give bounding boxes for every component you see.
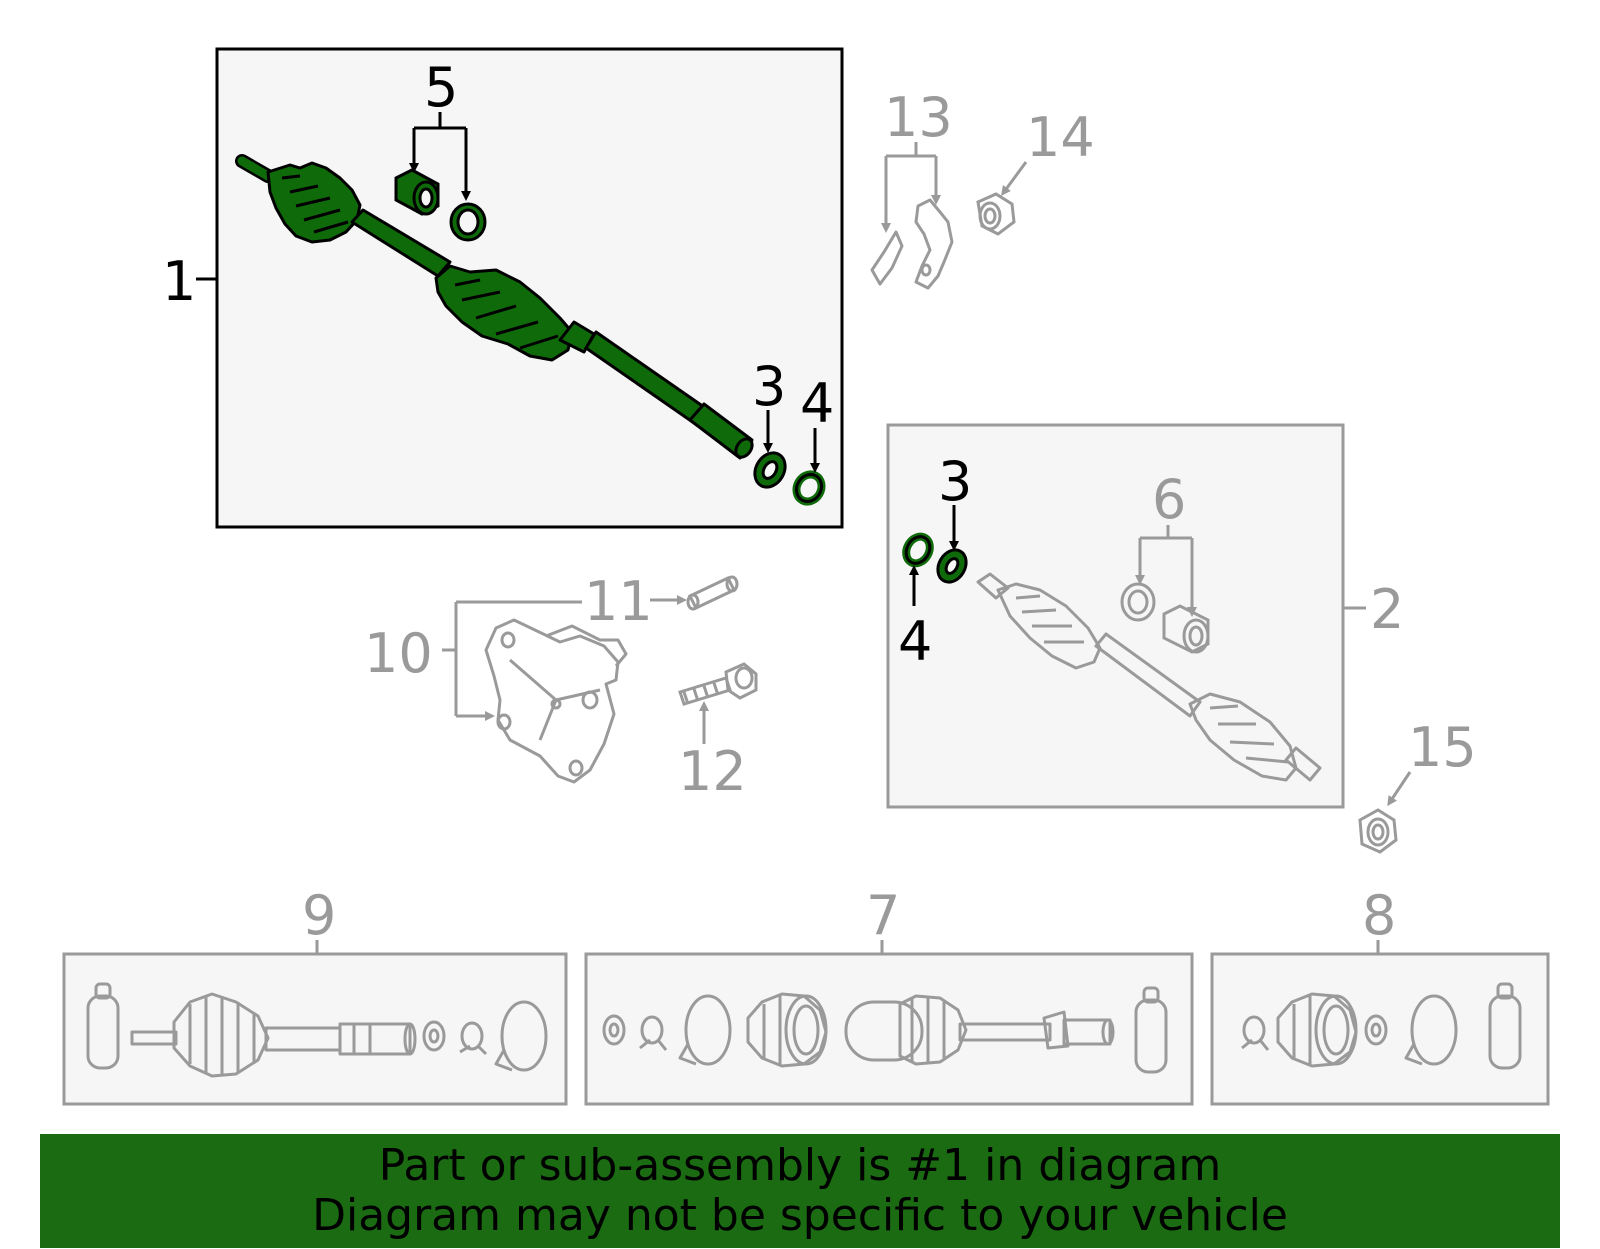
leader-10 [442,600,582,721]
callout-13: 13 [884,86,953,149]
bracket-13[interactable] [870,198,954,290]
callout-4-box2: 4 [898,610,932,673]
callout-9: 9 [302,884,336,947]
banner-line-2: Diagram may not be specific to your vehi… [312,1190,1288,1241]
leader-6 [1135,525,1197,617]
drive-shaft-assembly-highlighted[interactable] [235,154,755,460]
bushing-5[interactable] [394,168,487,242]
callout-3-box2: 3 [938,450,972,513]
leader-5 [409,112,471,201]
callout-6: 6 [1152,468,1186,531]
pin-11[interactable] [686,575,739,611]
leader-14 [1001,161,1028,197]
carrier-bracket-10[interactable] [484,618,628,784]
kit-8-parts[interactable] [1241,982,1522,1070]
callout-4-box1: 4 [800,372,834,435]
kit-9-parts[interactable] [86,982,548,1078]
callout-8: 8 [1362,884,1396,947]
nut-15[interactable] [1358,808,1398,854]
leader-15 [1387,771,1412,807]
banner-line-1: Part or sub-assembly is #1 in diagram [378,1140,1222,1191]
drive-shaft-assembly-gray[interactable] [976,572,1322,782]
seal-3-box1[interactable] [749,447,791,492]
nut-14[interactable] [976,192,1016,236]
callout-11: 11 [584,570,653,633]
ring-4-box2[interactable] [901,532,934,568]
callout-2: 2 [1370,578,1404,641]
callout-1: 1 [162,250,196,313]
callout-10: 10 [364,622,433,685]
callout-14: 14 [1026,106,1095,169]
bolt-12[interactable] [678,662,758,706]
kit-box-7 [584,952,1194,1106]
info-banner: Part or sub-assembly is #1 in diagram Di… [40,1134,1560,1248]
kit-7-parts[interactable] [602,986,1168,1074]
callout-12: 12 [678,740,747,803]
bushing-6[interactable] [1120,582,1210,654]
seal-3-box2[interactable] [932,545,972,587]
leader-13 [881,142,941,233]
callout-15: 15 [1408,716,1477,779]
callout-7: 7 [866,884,900,947]
callout-5: 5 [424,56,458,119]
callout-3-box1: 3 [752,355,786,418]
ring-4-box1[interactable] [792,470,827,506]
